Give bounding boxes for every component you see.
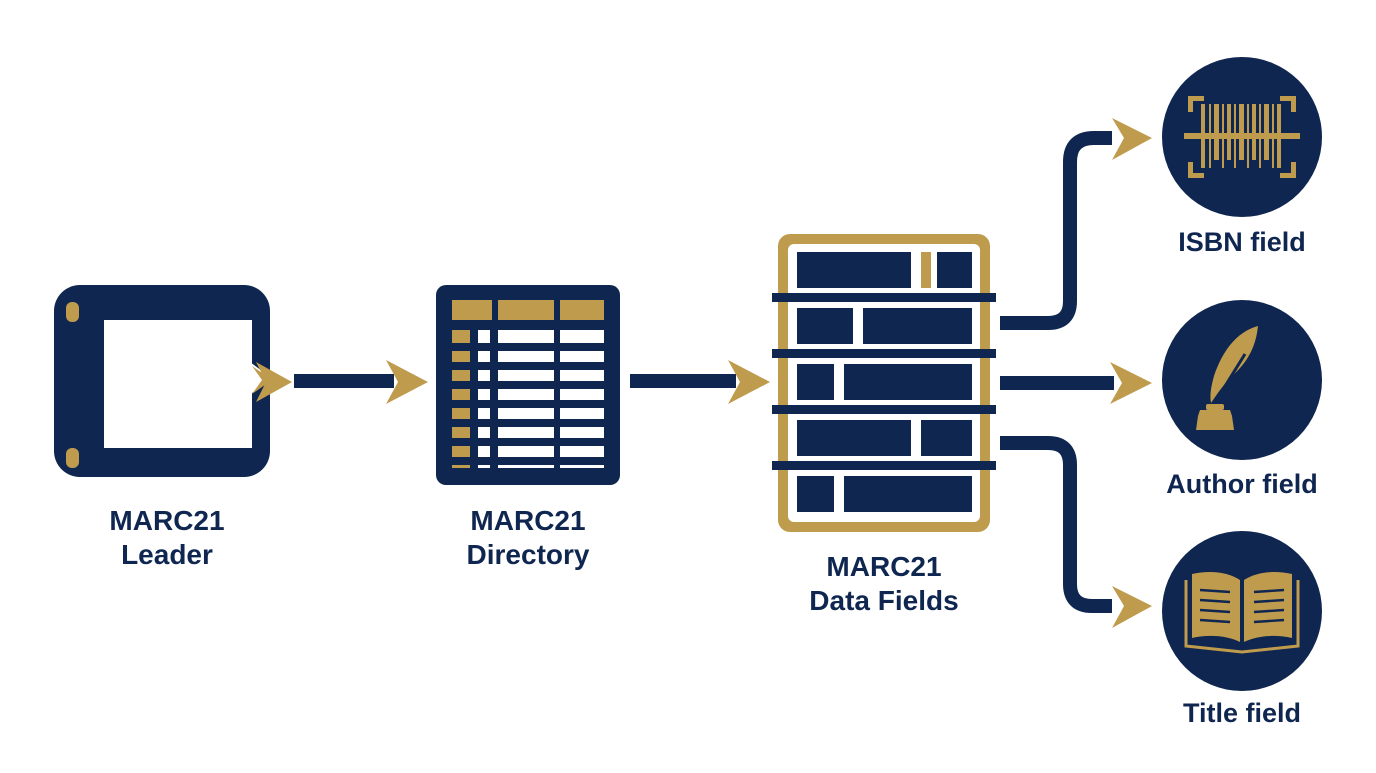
leader-label-line1: MARC21 <box>109 505 225 536</box>
title-circle <box>1162 531 1322 691</box>
isbn-label: ISBN field <box>1178 227 1306 257</box>
arrow-to-isbn <box>1000 118 1152 330</box>
title-label: Title field <box>1182 698 1302 728</box>
leader-label-line2: Leader <box>121 539 213 570</box>
leader-label: MARC21 Leader <box>92 504 242 572</box>
document-frame-icon <box>54 285 292 477</box>
datafields-label-line1: MARC21 <box>826 551 942 582</box>
arrow-to-author <box>1000 362 1152 404</box>
quill-inkwell-icon <box>1196 326 1258 430</box>
arrow-directory-to-datafields <box>630 360 770 404</box>
barcode-icon <box>1184 96 1300 178</box>
open-book-icon <box>1184 572 1300 654</box>
arrow-leader-to-directory <box>294 360 428 404</box>
directory-label-line1: MARC21 <box>470 505 586 536</box>
author-label: Author field <box>1166 469 1318 499</box>
datafields-label: MARC21 Data Fields <box>782 550 986 618</box>
field-blocks-icon <box>772 234 996 532</box>
author-circle <box>1162 300 1322 460</box>
directory-label-line2: Directory <box>466 539 590 570</box>
arrow-to-title <box>1000 436 1152 628</box>
table-grid-icon <box>436 285 620 485</box>
datafields-label-line2: Data Fields <box>809 585 959 616</box>
directory-label: MARC21 Directory <box>440 504 616 572</box>
